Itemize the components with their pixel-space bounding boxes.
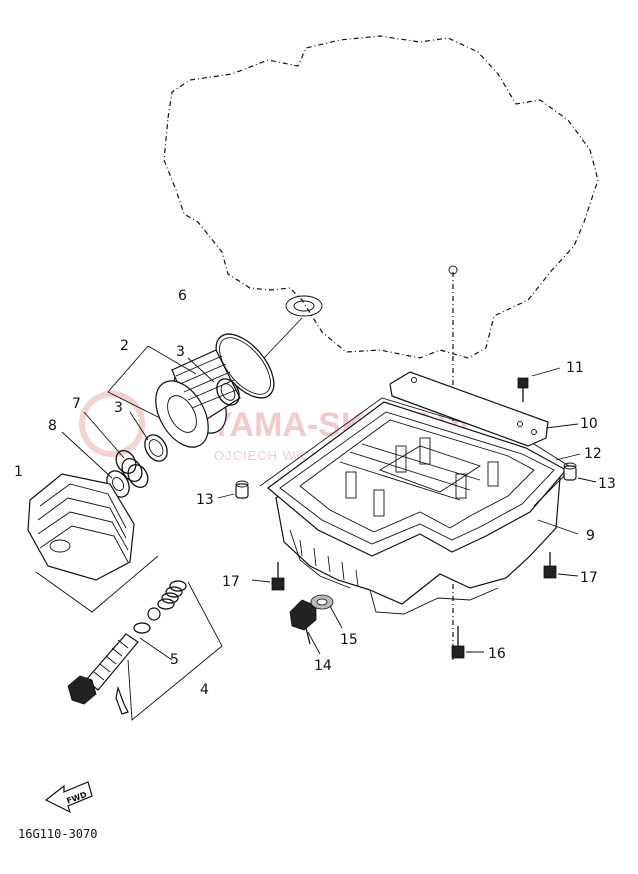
leader-2 (107, 345, 161, 419)
callout-17-left: 17 (222, 574, 240, 590)
dowel-13-left (235, 480, 249, 499)
bypass-spring-4 (157, 580, 187, 610)
callout-3-lower: 3 (114, 400, 123, 416)
filter-bolt (67, 633, 139, 705)
o-ring-small (133, 622, 151, 634)
o-ring-3-upper (216, 378, 240, 406)
callout-13-left: 13 (196, 492, 214, 508)
callout-10: 10 (580, 416, 598, 432)
leader-17-left (251, 579, 271, 583)
oil-passage-inner (293, 300, 315, 312)
leader-8 (61, 431, 113, 479)
leader-12 (555, 453, 581, 461)
callout-7: 7 (72, 396, 81, 412)
leader-10 (545, 423, 579, 429)
callout-5: 5 (170, 652, 179, 668)
callout-11: 11 (566, 360, 584, 376)
dowel-13-right (563, 462, 577, 481)
callout-9: 9 (586, 528, 595, 544)
callout-12: 12 (584, 446, 602, 462)
gasket-12 (259, 397, 573, 507)
oil-pan-9 (267, 401, 567, 615)
leader-1 (35, 555, 159, 613)
ball-5 (147, 607, 161, 621)
bolt-17-right (543, 552, 557, 579)
leader-14 (307, 631, 321, 655)
leader-2b (147, 345, 197, 375)
callout-8: 8 (48, 418, 57, 434)
drain-bolt-14 (289, 599, 317, 645)
leader-13-right (577, 477, 597, 483)
leader-3-lower (129, 411, 149, 441)
leader-5 (139, 637, 173, 661)
bolt-17-left (271, 562, 285, 591)
bolt-11 (517, 377, 529, 402)
callout-13-right: 13 (598, 476, 616, 492)
leader-3-upper (187, 357, 215, 383)
callout-17-right: 17 (580, 570, 598, 586)
leader-7 (83, 411, 125, 459)
callout-6: 6 (178, 288, 187, 304)
o-ring-3-lower (144, 434, 168, 462)
baffle-plate-10 (389, 371, 549, 447)
spring-7 (115, 450, 149, 488)
leader-15 (329, 605, 343, 629)
oil-filter-cover-1 (27, 473, 135, 581)
part-code: 16G110-3070 (18, 827, 97, 841)
callout-14: 14 (314, 658, 332, 674)
gasket-15 (310, 594, 334, 610)
oil-passage-opening (285, 295, 323, 317)
leader-6 (263, 317, 303, 359)
leader-13-left (217, 493, 235, 499)
callout-3-upper: 3 (176, 344, 185, 360)
engine-block-outline (163, 35, 599, 359)
oil-filter-element-2 (155, 349, 241, 448)
forward-direction-arrow-icon: FWD (44, 781, 93, 814)
pin (115, 685, 129, 715)
center-mark (448, 265, 458, 275)
leader-11 (531, 367, 561, 377)
callout-15: 15 (340, 632, 358, 648)
leader-17-right (557, 573, 579, 577)
bolt-16 (451, 626, 465, 659)
callout-16: 16 (488, 646, 506, 662)
callout-2: 2 (120, 338, 129, 354)
leader-9 (537, 519, 579, 535)
callout-4: 4 (200, 682, 209, 698)
leader-4 (127, 581, 223, 721)
callout-1: 1 (14, 464, 23, 480)
